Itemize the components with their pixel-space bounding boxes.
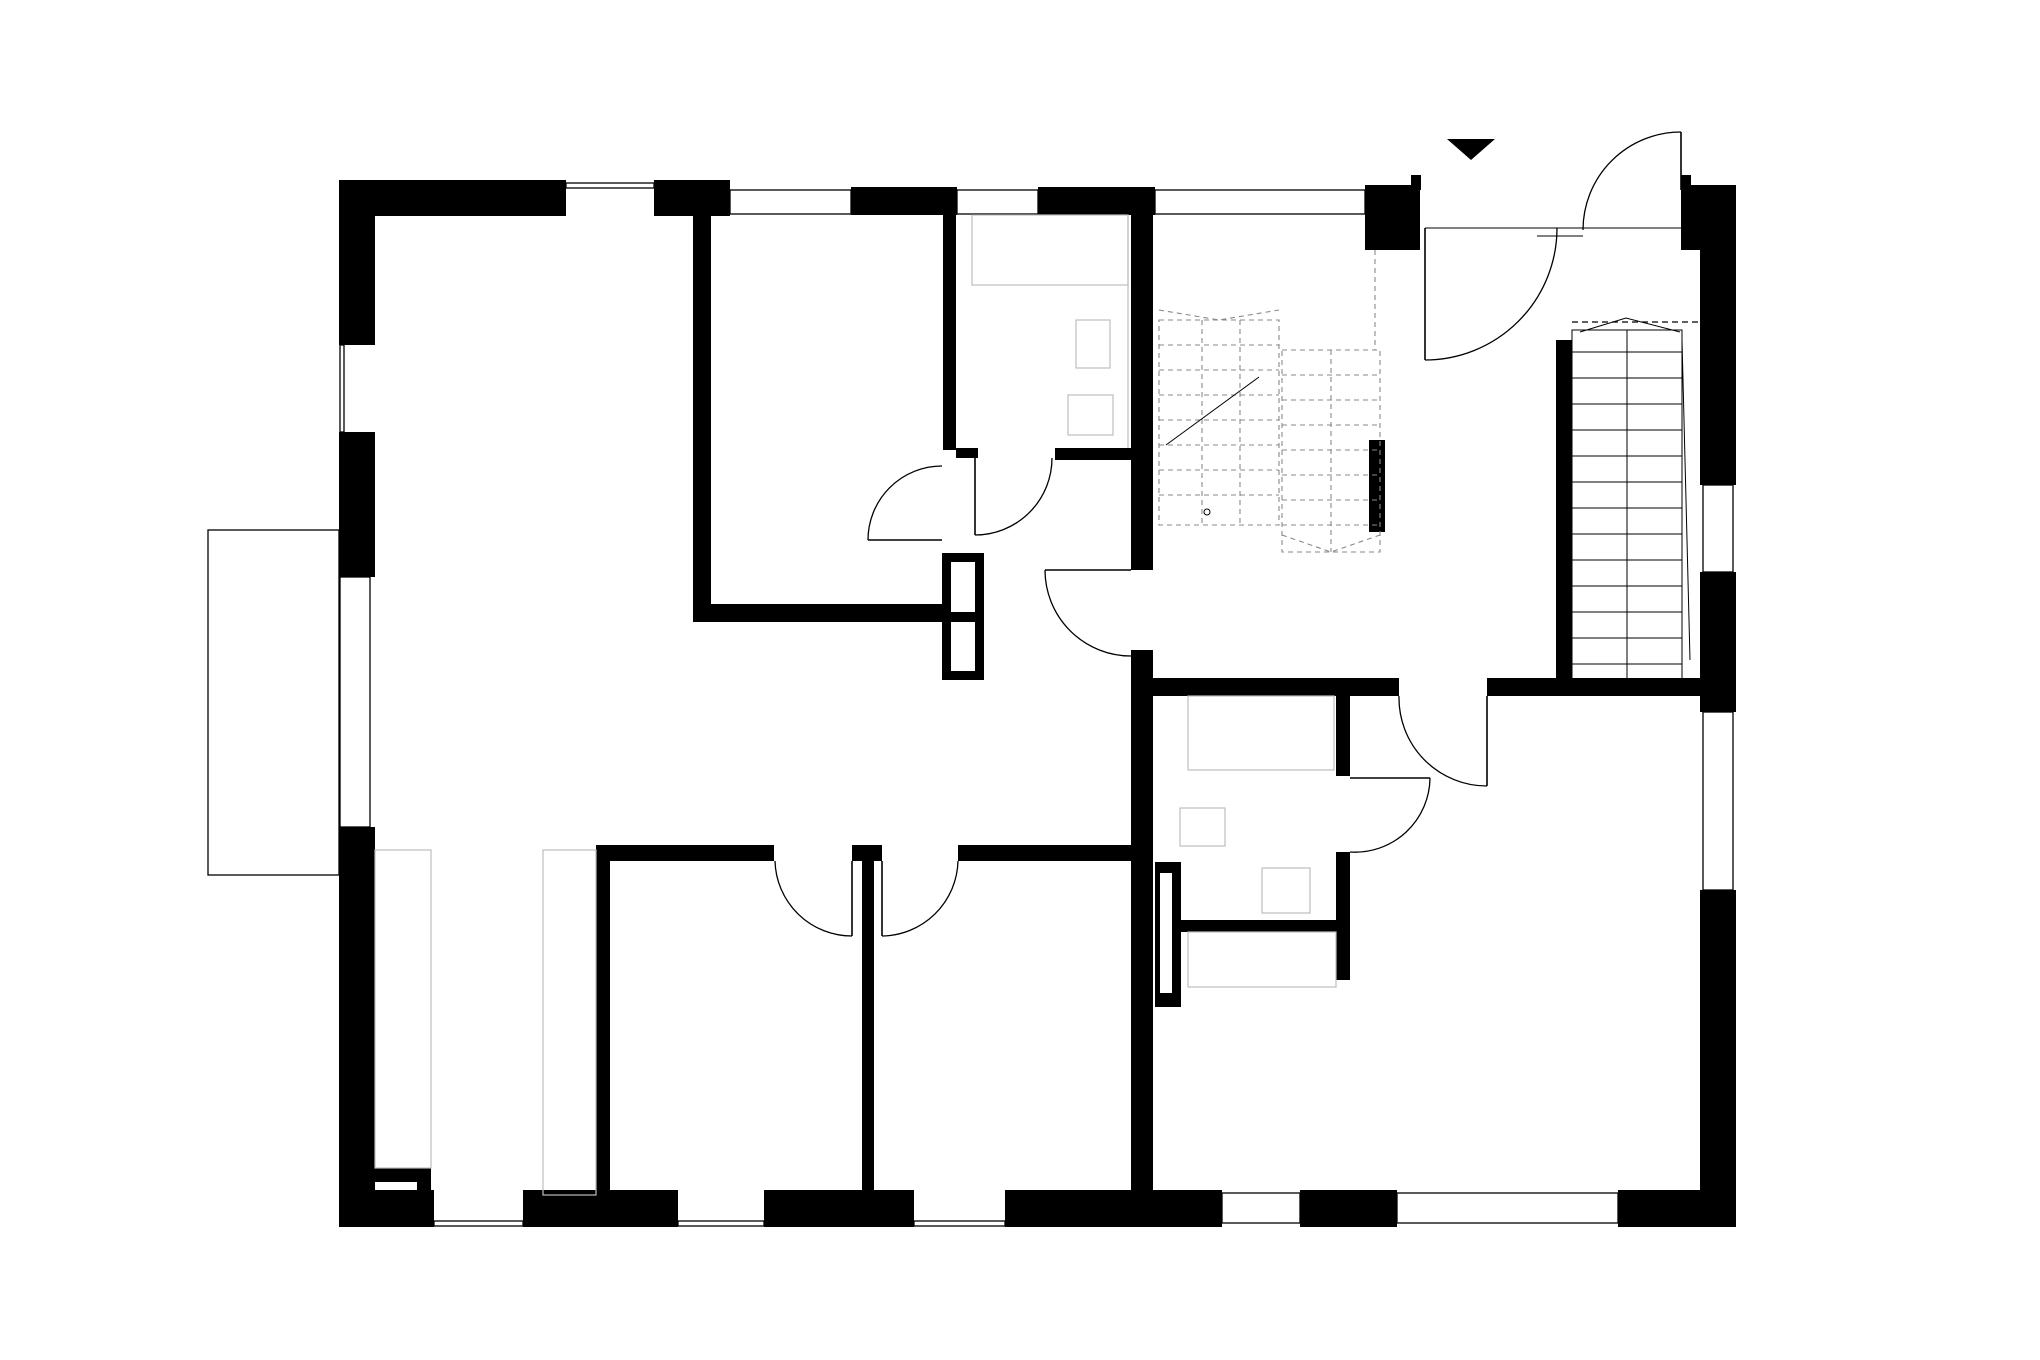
storage-wall — [417, 1168, 431, 1193]
stair-outline — [1158, 319, 1280, 526]
window — [1154, 189, 1366, 215]
partition-wall — [596, 845, 774, 861]
front-door-swing — [1582, 131, 1682, 231]
door-swing — [974, 457, 1053, 536]
top-wall-segment — [1365, 185, 1420, 250]
stair-outline — [1579, 317, 1681, 333]
front-door-swing — [1424, 227, 1558, 361]
shower — [1187, 695, 1335, 771]
stair-wall — [1556, 340, 1572, 680]
interior-walls — [375, 215, 1706, 1210]
top-wall-segment — [1411, 175, 1421, 190]
washbasin — [1075, 319, 1111, 369]
fixtures — [374, 214, 1337, 1196]
doors — [774, 131, 1682, 937]
chimney-flue — [951, 562, 975, 612]
bathtub — [971, 214, 1129, 286]
handrail — [1681, 339, 1691, 661]
bathroom-shaft — [1160, 873, 1172, 993]
partition-wall — [596, 845, 610, 1195]
stair-arrow — [1165, 376, 1260, 446]
window — [729, 189, 852, 215]
balcony-outline — [207, 529, 340, 876]
stairs-to-basement — [1571, 317, 1700, 681]
bottom-wall-segment — [523, 1190, 678, 1227]
partition-wall — [1131, 650, 1153, 1210]
window — [677, 1220, 765, 1227]
toilet — [1261, 867, 1311, 914]
washbasin — [1179, 807, 1226, 847]
triangle-down-icon — [1447, 139, 1495, 160]
partition-wall — [693, 604, 955, 622]
partition-wall — [1055, 448, 1141, 460]
left-wall-segment — [339, 827, 375, 1227]
stairs-to-attic — [1158, 250, 1381, 553]
right-wall-segment — [1700, 890, 1736, 1227]
partition-wall — [1487, 678, 1706, 696]
door-swing — [881, 860, 959, 937]
partition-wall — [1131, 215, 1153, 570]
exterior-walls — [339, 175, 1736, 1227]
kitchen-counter — [542, 849, 597, 1196]
bottom-wall-segment — [764, 1190, 914, 1227]
stair-wall — [1369, 440, 1385, 532]
window — [956, 189, 1039, 215]
bottom-wall-segment — [1300, 1190, 1397, 1227]
door-swing — [1398, 695, 1488, 787]
window — [565, 182, 655, 189]
right-wall-segment — [1700, 185, 1736, 485]
top-wall-segment — [1038, 187, 1155, 215]
window — [1702, 484, 1734, 573]
bath-cabinet — [1187, 931, 1337, 988]
window — [913, 1220, 1006, 1227]
window — [1221, 1192, 1301, 1224]
top-wall-segment — [851, 187, 957, 215]
window — [433, 1220, 524, 1227]
top-wall-segment — [1681, 175, 1691, 190]
window — [1702, 711, 1734, 891]
partition-wall — [958, 845, 1141, 861]
door-swing — [867, 465, 943, 541]
partition-wall — [862, 845, 874, 1195]
partition-wall — [693, 215, 711, 620]
left-wall-segment — [339, 432, 375, 577]
stair-outline — [1158, 309, 1280, 321]
bottom-wall-segment — [1005, 1190, 1222, 1227]
windows — [207, 182, 1734, 1227]
left-wall-segment — [339, 180, 375, 345]
toilet — [1067, 394, 1114, 436]
kitchen-counter — [374, 849, 432, 1169]
top-wall-segment — [654, 180, 730, 216]
bottom-wall-segment — [339, 1190, 434, 1227]
bathroom-wall — [1336, 852, 1350, 980]
window — [339, 576, 371, 828]
bathroom-wall — [1336, 696, 1350, 776]
partition-wall — [956, 448, 978, 458]
door-swing — [1349, 777, 1431, 853]
window — [1396, 1192, 1619, 1224]
top-wall-segment — [339, 180, 566, 216]
door-swing — [1044, 569, 1132, 657]
partition-wall — [1141, 678, 1399, 696]
chimney-flue — [951, 622, 975, 671]
bathroom-wall — [1175, 920, 1350, 932]
partition-wall — [943, 215, 956, 450]
stair-arrow-start — [1203, 508, 1211, 516]
window — [339, 344, 345, 433]
door-swing — [774, 860, 853, 937]
